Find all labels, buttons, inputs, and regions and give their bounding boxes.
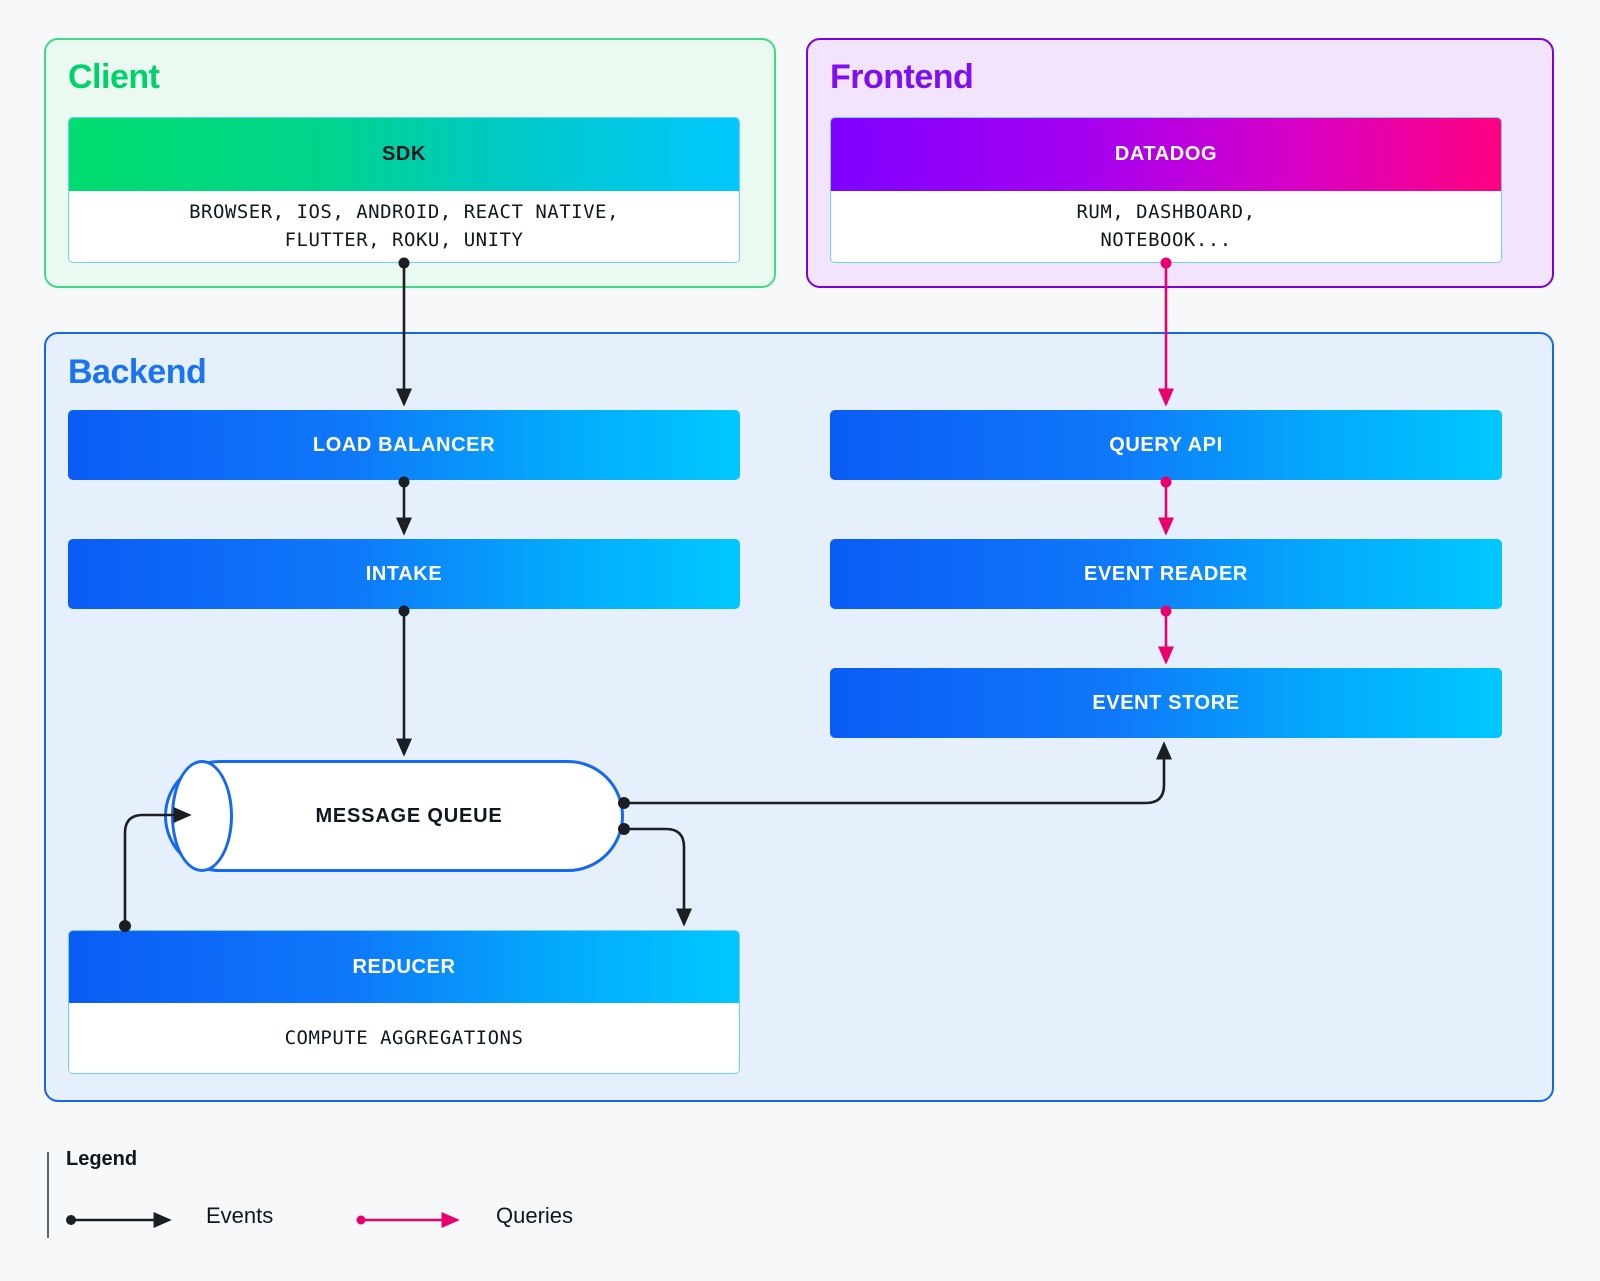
node-datadog-subtitle: RUM, DASHBOARD, NOTEBOOK... <box>831 191 1501 262</box>
node-sdk-title: SDK <box>69 118 739 191</box>
queries-arrow-icon <box>356 1211 460 1229</box>
legend-rule <box>47 1152 49 1238</box>
legend-label-queries: Queries <box>496 1203 574 1228</box>
node-event-store[interactable]: EVENT STORE <box>830 668 1502 738</box>
node-datadog[interactable]: DATADOG RUM, DASHBOARD, NOTEBOOK... <box>830 117 1502 263</box>
node-load-balancer-title: LOAD BALANCER <box>68 410 740 480</box>
node-query-api[interactable]: QUERY API <box>830 410 1502 480</box>
backend-group-title: Backend <box>68 353 207 391</box>
node-reducer-title: REDUCER <box>69 931 739 1003</box>
node-sdk-subtitle: BROWSER, IOS, ANDROID, REACT NATIVE, FLU… <box>69 191 739 262</box>
node-datadog-title: DATADOG <box>831 118 1501 191</box>
frontend-group-title: Frontend <box>830 58 974 96</box>
node-query-api-title: QUERY API <box>830 410 1502 480</box>
node-message-queue[interactable]: MESSAGE QUEUE <box>164 760 624 872</box>
node-event-reader-title: EVENT READER <box>830 539 1502 609</box>
node-sdk[interactable]: SDK BROWSER, IOS, ANDROID, REACT NATIVE,… <box>68 117 740 263</box>
legend-title: Legend <box>66 1148 138 1170</box>
node-reducer[interactable]: REDUCER COMPUTE AGGREGATIONS <box>68 930 740 1074</box>
node-intake-title: INTAKE <box>68 539 740 609</box>
node-event-reader[interactable]: EVENT READER <box>830 539 1502 609</box>
legend: Legend Events <box>40 1148 640 1240</box>
node-event-store-title: EVENT STORE <box>830 668 1502 738</box>
node-reducer-subtitle: COMPUTE AGGREGATIONS <box>69 1003 739 1073</box>
node-message-queue-title: MESSAGE QUEUE <box>315 804 503 827</box>
node-intake[interactable]: INTAKE <box>68 539 740 609</box>
legend-label-events: Events <box>206 1203 274 1228</box>
client-group-title: Client <box>68 58 160 96</box>
events-arrow-icon <box>66 1211 172 1229</box>
node-load-balancer[interactable]: LOAD BALANCER <box>68 410 740 480</box>
